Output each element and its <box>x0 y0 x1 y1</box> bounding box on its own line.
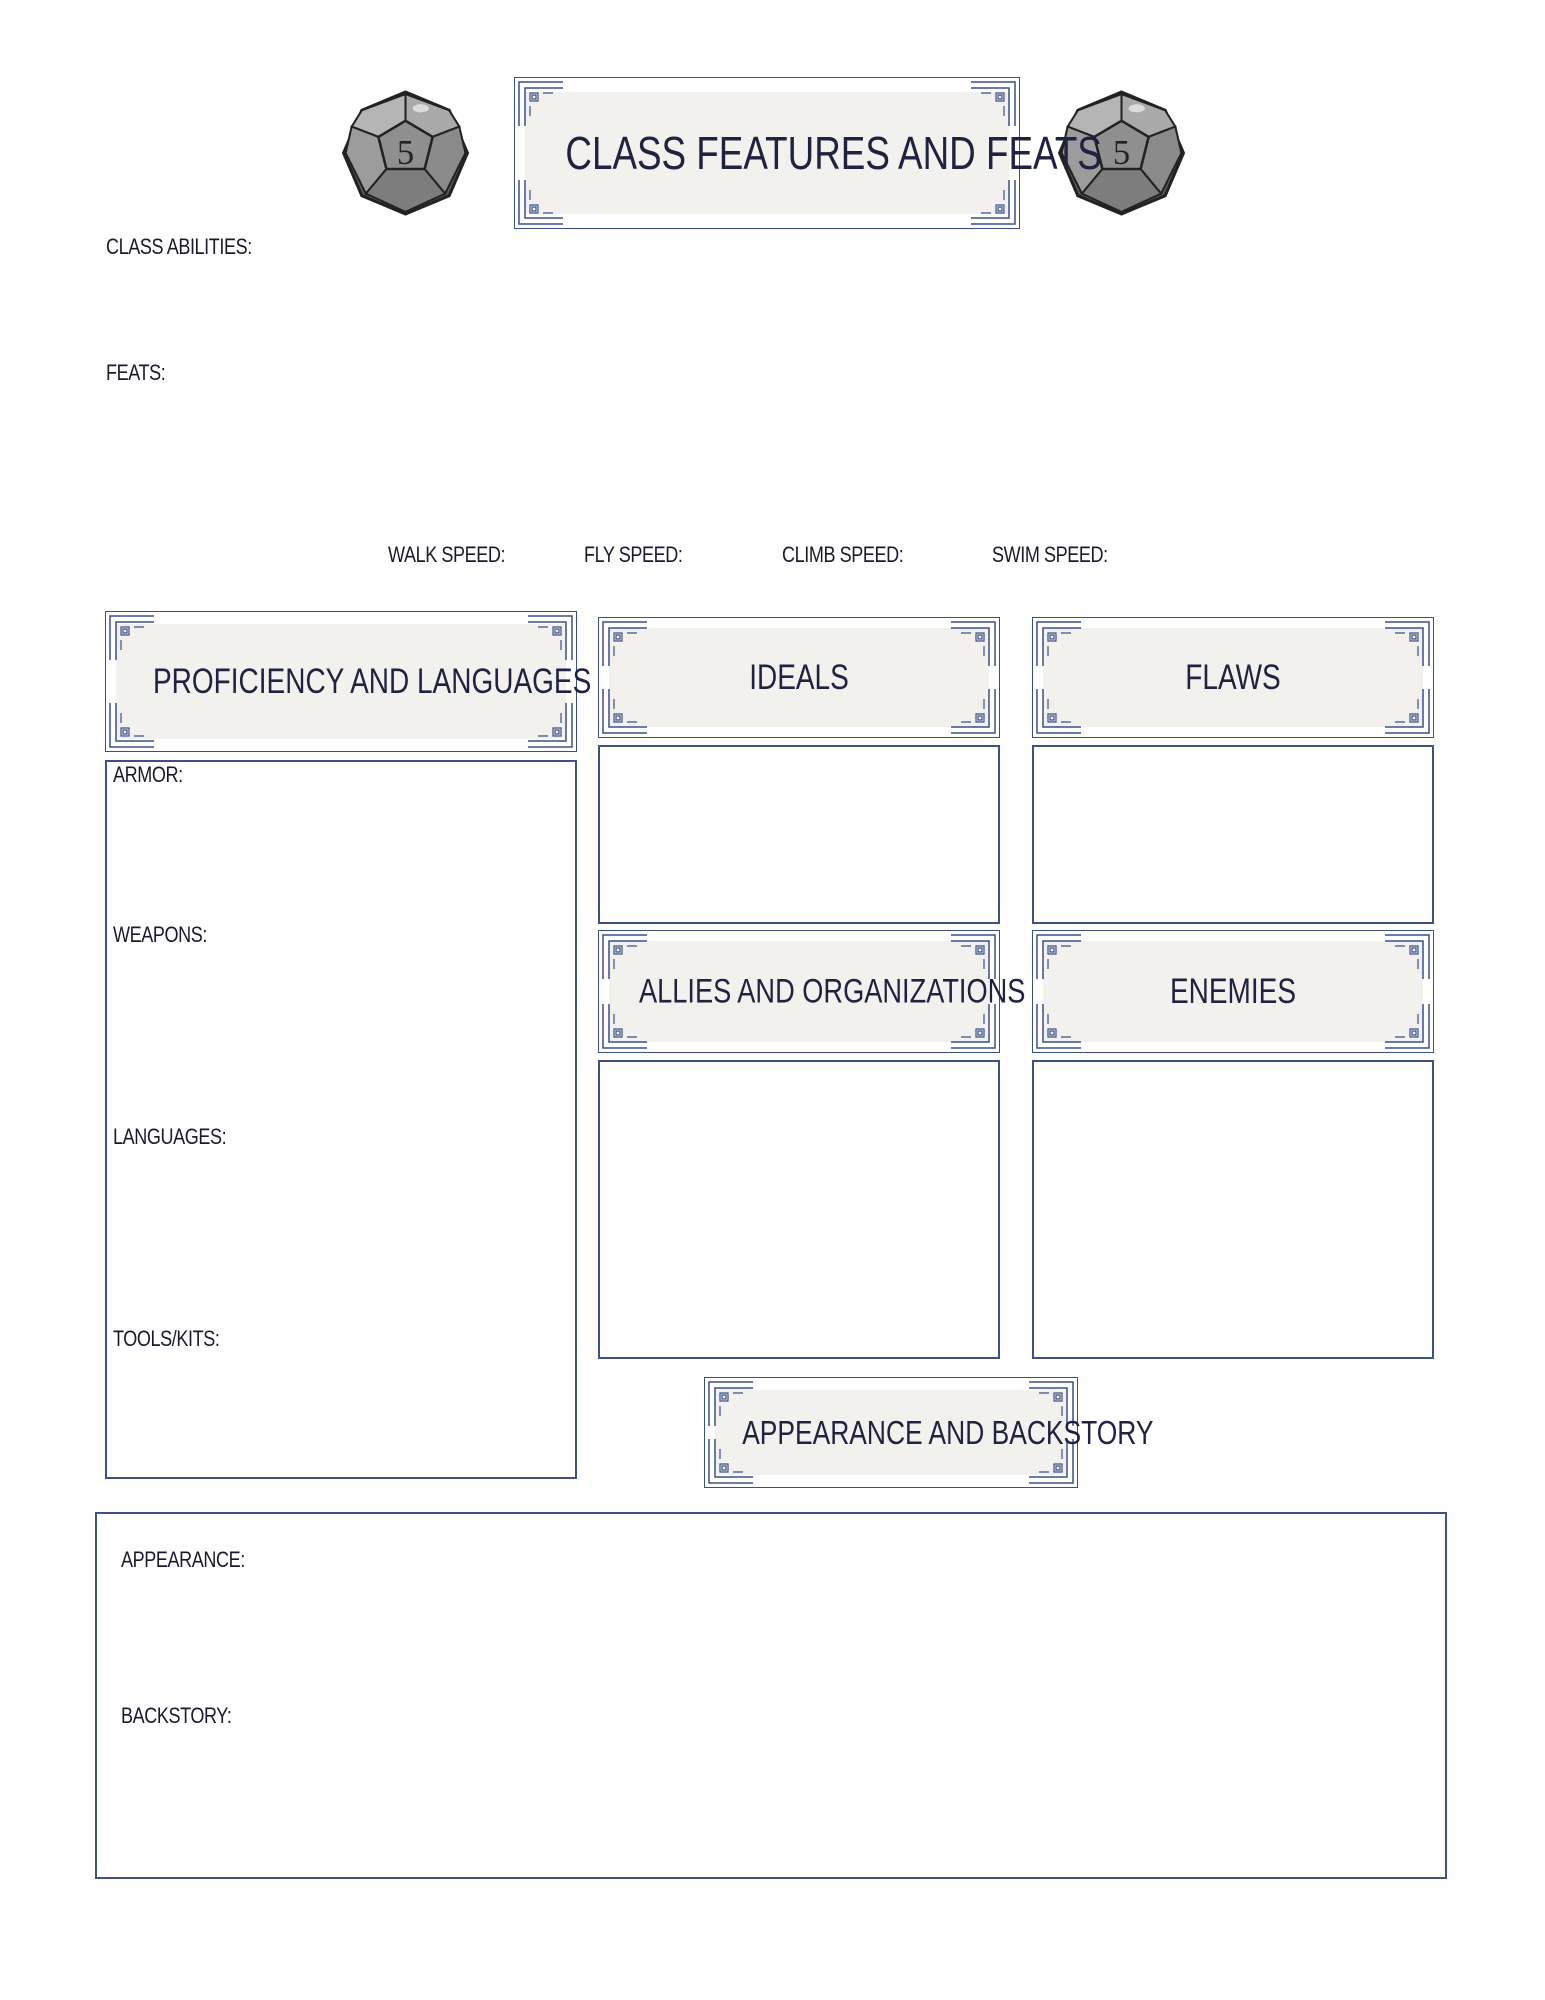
class-abilities-label: CLASS ABILITIES: <box>106 234 252 259</box>
proficiency-box[interactable] <box>105 760 577 1479</box>
proficiency-banner: PROFICIENCY AND LANGUAGES <box>105 611 592 752</box>
header-banner: CLASS FEATURES AND FEATS <box>514 77 1102 229</box>
allies-title: ALLIES AND ORGANIZATIONS <box>639 972 1026 1010</box>
flaws-title: FLAWS <box>1185 657 1281 697</box>
swim-speed-label: SWIM SPEED: <box>992 542 1108 567</box>
feats-label: FEATS: <box>106 360 166 385</box>
enemies-box[interactable] <box>1032 1060 1434 1359</box>
ideals-title: IDEALS <box>749 657 849 697</box>
armor-label: ARMOR: <box>113 762 183 787</box>
page-title: CLASS FEATURES AND FEATS <box>565 127 1102 179</box>
allies-banner: ALLIES AND ORGANIZATIONS <box>598 930 1026 1053</box>
flaws-banner: FLAWS <box>1032 617 1434 738</box>
d12-die-icon-left: 5 <box>342 90 469 216</box>
fly-speed-label: FLY SPEED: <box>584 542 683 567</box>
appearance-backstory-box[interactable] <box>95 1512 1447 1879</box>
die-face-number: 5 <box>397 134 414 172</box>
allies-box[interactable] <box>598 1060 1000 1359</box>
climb-speed-label: CLIMB SPEED: <box>782 542 904 567</box>
ideals-box[interactable] <box>598 745 1000 924</box>
languages-label: LANGUAGES: <box>113 1124 227 1149</box>
weapons-label: WEAPONS: <box>113 922 207 947</box>
tools-kits-label: TOOLS/KITS: <box>113 1326 220 1351</box>
flaws-box[interactable] <box>1032 745 1434 924</box>
proficiency-title: PROFICIENCY AND LANGUAGES <box>153 661 592 701</box>
enemies-title: ENEMIES <box>1169 971 1297 1011</box>
walk-speed-label: WALK SPEED: <box>388 542 506 567</box>
appearance-label: APPEARANCE: <box>121 1547 245 1572</box>
die-face-number: 5 <box>1113 134 1130 172</box>
enemies-banner: ENEMIES <box>1032 930 1434 1053</box>
appearance-backstory-banner: APPEARANCE AND BACKSTORY <box>704 1377 1154 1488</box>
ideals-banner: IDEALS <box>598 617 1000 738</box>
backstory-label: BACKSTORY: <box>121 1703 232 1728</box>
appearance-backstory-title: APPEARANCE AND BACKSTORY <box>742 1413 1154 1451</box>
d12-die-icon-right: 5 <box>1058 90 1185 216</box>
